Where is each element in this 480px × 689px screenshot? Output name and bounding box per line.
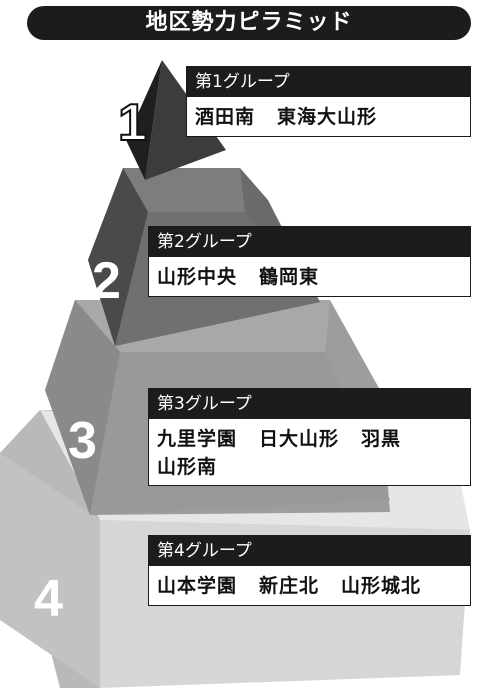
tier-4-number: 4: [34, 570, 63, 628]
team-name: 九里学園: [157, 428, 238, 450]
team-name: 鶴岡東: [259, 266, 320, 288]
tier-4-members: 山本学園新庄北山形城北: [149, 566, 470, 604]
team-name: 東海大山形: [277, 106, 378, 128]
tier-3-number: 3: [68, 412, 97, 470]
tier-3-members: 九里学園日大山形羽黒山形南: [149, 419, 470, 485]
tier-2-members: 山形中央鶴岡東: [149, 257, 470, 295]
tier-1-header: 第1グループ: [187, 67, 470, 97]
tier-2-box: 第2グループ 山形中央鶴岡東: [148, 226, 471, 297]
tier-1-box: 第1グループ 酒田南東海大山形: [186, 66, 471, 137]
tier-2-header: 第2グループ: [149, 227, 470, 257]
team-name: 山形城北: [341, 575, 422, 597]
team-name: 新庄北: [259, 575, 320, 597]
team-name: 山形中央: [157, 266, 238, 288]
team-name: 山形南: [157, 456, 218, 478]
tier-1-members: 酒田南東海大山形: [187, 97, 470, 135]
tier-2-number: 2: [92, 252, 121, 310]
tier-3-header: 第3グループ: [149, 389, 470, 419]
team-name: 山本学園: [157, 575, 238, 597]
team-name: 日大山形: [259, 428, 340, 450]
tier-1-number: 1: [117, 94, 148, 152]
team-name: 羽黒: [361, 428, 402, 450]
tier-4-box: 第4グループ 山本学園新庄北山形城北: [148, 535, 471, 606]
tier-3-box: 第3グループ 九里学園日大山形羽黒山形南: [148, 388, 471, 486]
diagram-title: 地区勢力ピラミッド: [27, 6, 471, 40]
tier-4-header: 第4グループ: [149, 536, 470, 566]
team-name: 酒田南: [195, 106, 256, 128]
tier-1-block: [126, 60, 226, 180]
